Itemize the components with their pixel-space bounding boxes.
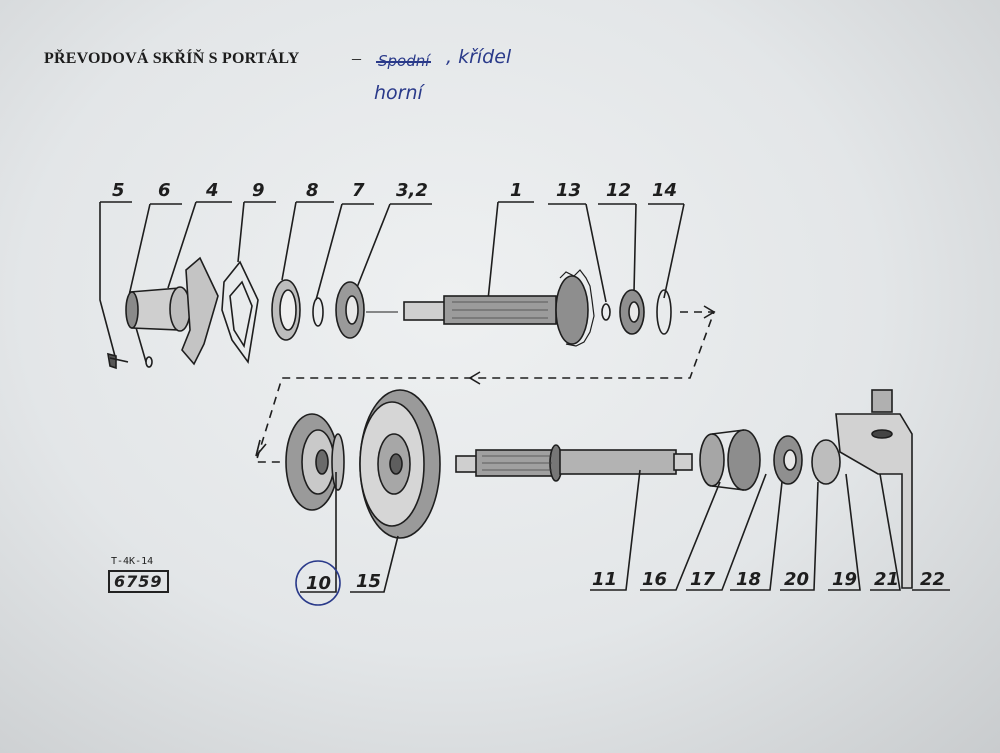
drawing-code-small: T-4K-14: [111, 556, 154, 567]
label-part-12: 12: [606, 180, 631, 201]
label-part-13: 13: [556, 180, 581, 201]
label-part-19: 19: [832, 569, 857, 590]
label-part-16: 16: [642, 569, 667, 590]
drawing-code-boxed: 6759: [108, 570, 169, 593]
label-part-18: 18: [736, 569, 761, 590]
handwritten-note-line1: , křídel: [446, 46, 512, 68]
label-part-3-2: 3,2: [396, 180, 428, 201]
label-part-17: 17: [690, 569, 716, 590]
page-title: PŘEVODOVÁ SKŘÍŇ S PORTÁLY: [44, 50, 300, 67]
label-part-9: 9: [252, 180, 265, 201]
label-part-6: 6: [158, 180, 171, 201]
label-part-20: 20: [784, 569, 809, 590]
handwritten-note-line2: horní: [374, 82, 423, 104]
label-part-15: 15: [356, 571, 381, 592]
label-part-4: 4: [205, 180, 219, 201]
label-part-1: 1: [510, 180, 523, 201]
label-part-8: 8: [306, 180, 319, 201]
label-part-10: 10: [306, 573, 331, 594]
label-part-5: 5: [112, 180, 125, 201]
label-part-14: 14: [652, 180, 677, 201]
label-part-7: 7: [352, 180, 365, 201]
label-part-11: 11: [592, 569, 617, 590]
title-dash: –: [352, 48, 361, 68]
pen-circle-mark: [295, 560, 341, 606]
label-part-21: 21: [874, 569, 899, 590]
struck-out-word: Spodní: [375, 52, 432, 70]
label-part-22: 22: [920, 569, 945, 590]
